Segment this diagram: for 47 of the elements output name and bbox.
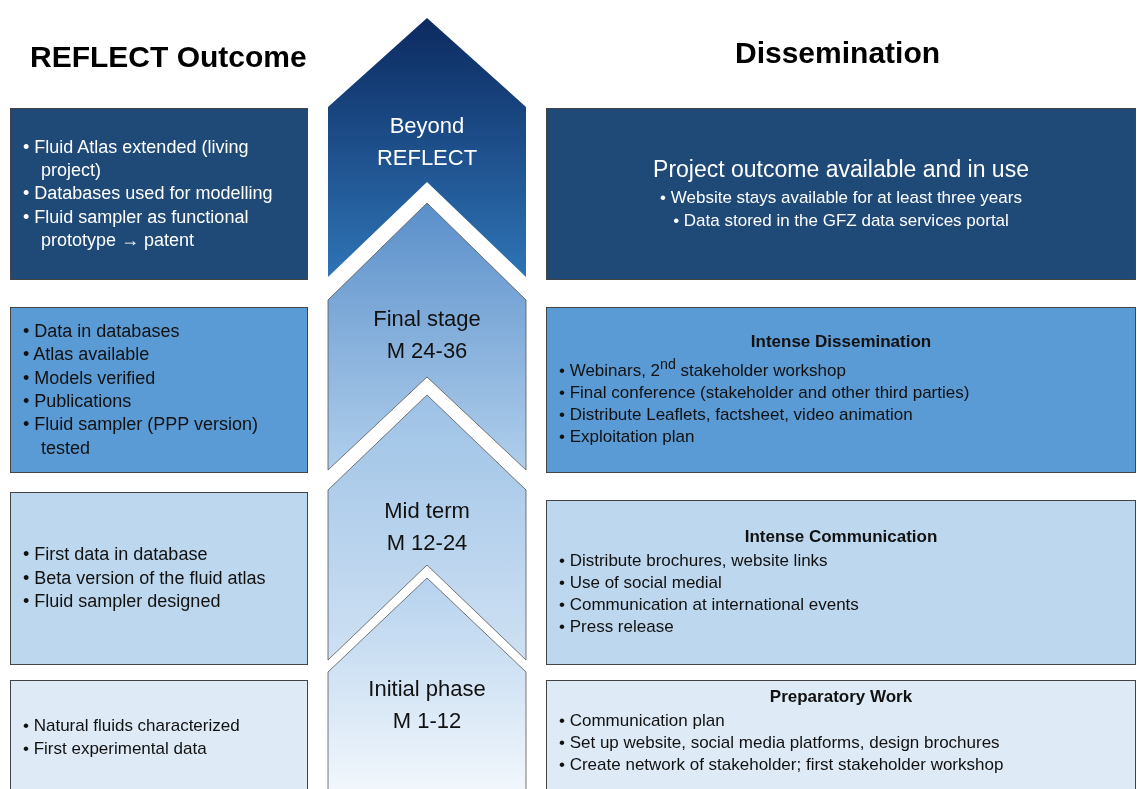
bullet-text: • First data in database xyxy=(23,543,209,567)
bullet-text: • Exploitation plan xyxy=(559,425,696,448)
bullet-text: • Models verified xyxy=(23,366,157,390)
bullet-text: • Webinars, 2$^{nd}$ stakeholder workshop xyxy=(559,355,847,382)
phase-label: M 12-24 xyxy=(386,528,468,557)
bullet-text: • Fluid sampler as functional prototype → patent xyxy=(23,205,250,253)
outcome-box xyxy=(10,108,308,280)
bullet-text: • Atlas available xyxy=(23,343,151,367)
phase-label: Beyond REFLECT xyxy=(375,112,479,172)
bullet-text: • Create network of stakeholder; first stakeholder workshop xyxy=(559,754,1005,777)
bullet-text: • Data in databases xyxy=(23,319,181,343)
bullet-text: • Beta version of the fluid atlas xyxy=(23,566,267,590)
outcome-box xyxy=(10,307,308,473)
bullet-text: • Data stored in the GFZ data services portal xyxy=(672,209,1010,232)
bullet-text: • Website stays available for at least three years xyxy=(659,187,1023,210)
phase-label: Initial phase xyxy=(368,675,486,703)
bullet-text: • Databases used for modelling xyxy=(23,182,274,206)
bullet-text: • Final conference (stakeholder and other third parties) xyxy=(559,381,971,404)
bullet-text: • Set up website, social media platforms, design brochures xyxy=(559,732,1001,755)
dissemination-box xyxy=(546,680,1136,789)
phase-label: M 1-12 xyxy=(392,706,462,735)
phase-label: Mid term xyxy=(384,497,470,525)
dissemination-box xyxy=(546,307,1136,473)
box-heading: Project outcome available and in use xyxy=(652,156,1030,184)
phase-label: Final stage xyxy=(373,305,481,333)
bullet-text: • Communication at international events xyxy=(559,594,860,616)
column-heading: Dissemination xyxy=(735,36,941,70)
dissemination-box xyxy=(546,108,1136,280)
box-heading: Intense Communication xyxy=(743,526,939,547)
bullet-text: • Fluid Atlas extended (living project) xyxy=(23,135,250,182)
bullet-text: • Distribute Leaflets, factsheet, video animation xyxy=(559,403,914,426)
bullet-text: • Communication plan xyxy=(559,710,726,732)
outcome-box xyxy=(10,680,308,789)
bullet-text: • Use of social medial xyxy=(559,571,723,594)
bullet-text: • Fluid sampler (PPP version) tested xyxy=(23,413,260,460)
dissemination-box xyxy=(546,500,1136,665)
box-heading: Intense Dissemination xyxy=(749,332,933,352)
bullet-text: • Publications xyxy=(23,390,133,413)
bullet-text: • Natural fluids characterized xyxy=(23,715,241,738)
box-heading: Preparatory Work xyxy=(768,687,914,707)
bullet-text: • Distribute brochures, website links xyxy=(559,549,829,572)
column-heading: REFLECT Outcome xyxy=(30,40,307,74)
outcome-box xyxy=(10,492,308,665)
phase-label: M 24-36 xyxy=(386,336,468,365)
bullet-text: • First experimental data xyxy=(23,737,208,760)
bullet-text: • Press release xyxy=(559,616,675,639)
bullet-text: • Fluid sampler designed xyxy=(23,590,222,614)
